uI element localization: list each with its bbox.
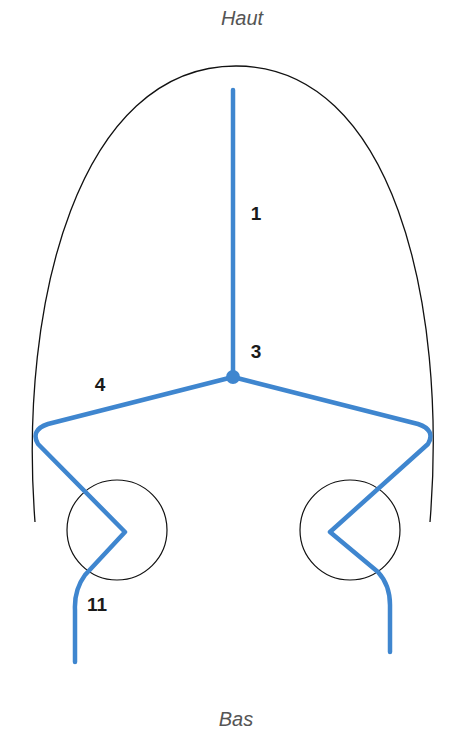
callout-number: 11 [87, 595, 107, 614]
line-vertical [231, 90, 236, 377]
direction-label: Bas [219, 709, 253, 729]
callout-number: 3 [251, 342, 262, 361]
circle-right [300, 480, 400, 580]
line-left [36, 377, 233, 662]
junction-dot [226, 370, 240, 384]
circle-left [67, 480, 167, 580]
direction-label: Haut [221, 8, 263, 28]
callout-number: 1 [251, 204, 262, 223]
callout-number: 4 [95, 375, 106, 394]
line-right [233, 377, 430, 652]
outline-arc [32, 66, 433, 522]
